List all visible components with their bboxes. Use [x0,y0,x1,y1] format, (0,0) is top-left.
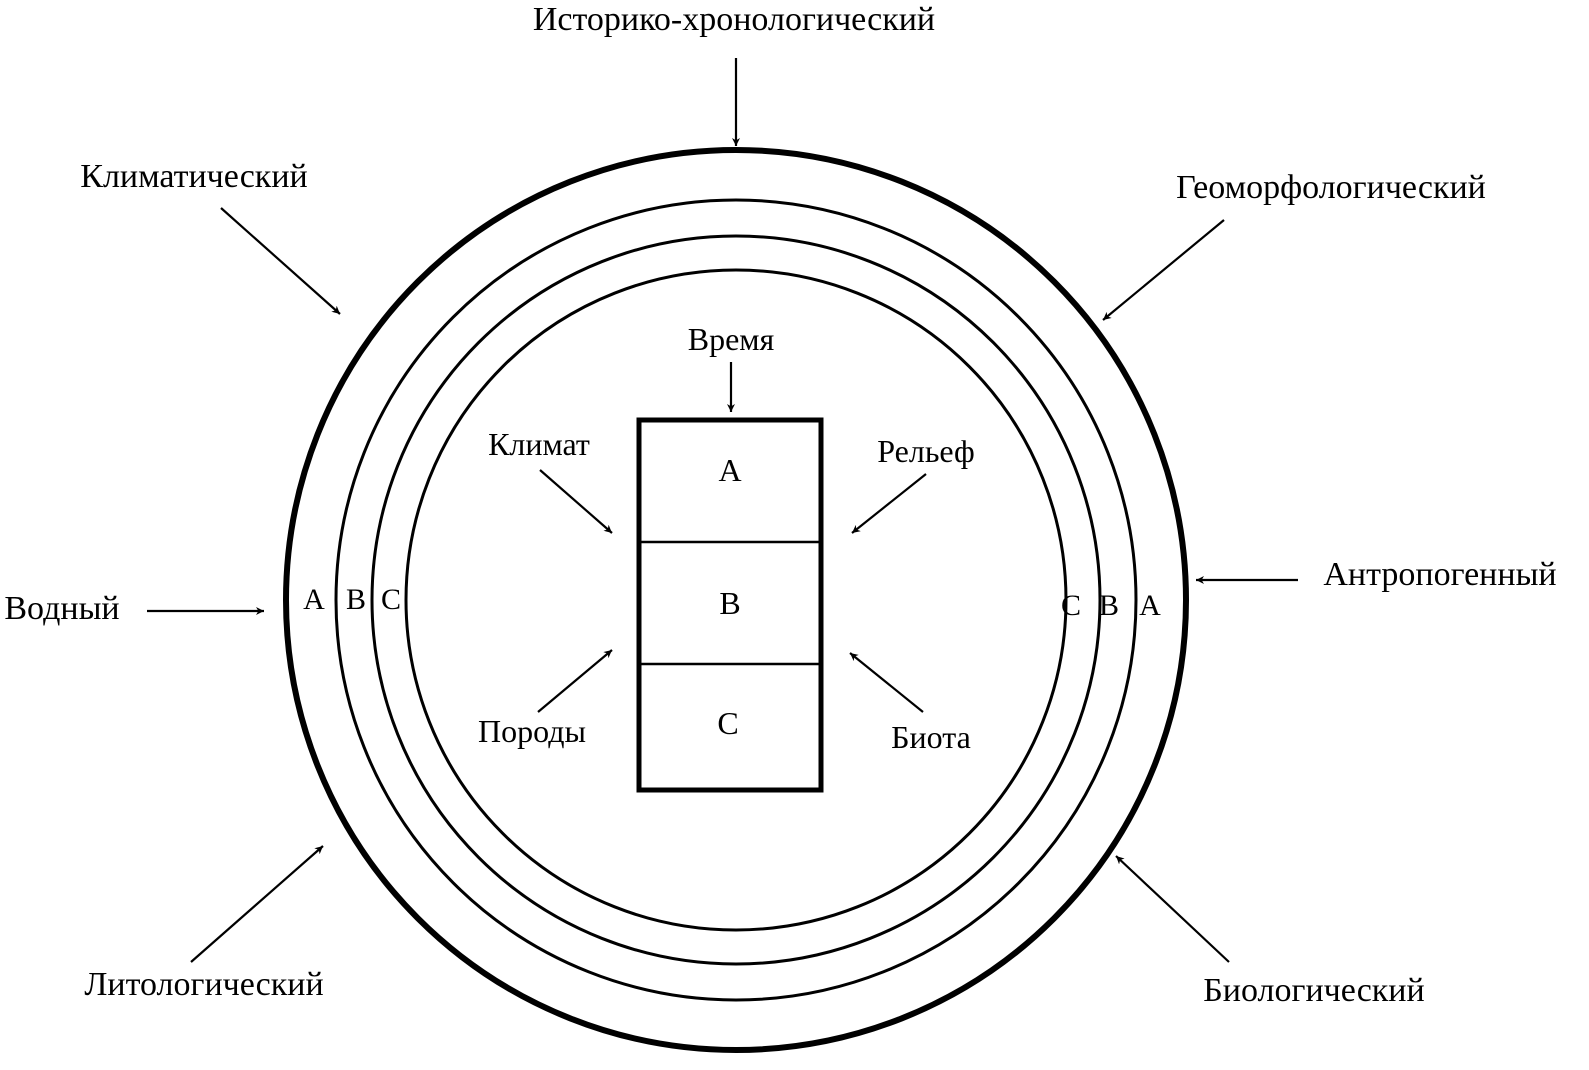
arrow-climate [539,469,613,534]
outer-factor-water: Водный [4,590,119,627]
outer-factor-geomorphological: Геоморфологический [1176,169,1486,206]
arrow-geomorphological [1102,219,1225,321]
inner-factor-biota: Биота [891,719,971,755]
ring-letter-right-b: B [1099,589,1119,622]
arrow-climatic [220,207,341,315]
horizon-c-label: C [717,705,738,741]
outer-factor-lithological: Литологический [84,966,323,1003]
horizon-b-label: B [719,585,740,621]
soil-profile-box [636,417,824,793]
inner-factor-rocks: Породы [478,713,586,749]
outer-factor-anthropogenic: Антропогенный [1323,556,1556,593]
ring-a-boundary [334,198,1138,1002]
ring-letter-left-a: A [303,583,325,616]
ring-letter-left-b: B [346,583,366,616]
arrow-relief [851,473,927,534]
ring-b-boundary [370,234,1102,966]
inner-factor-time: Время [688,321,775,357]
ring-letter-right-a: A [1139,589,1161,622]
inner-factor-climate: Климат [488,426,590,462]
outer-factor-historical: Историко-хронологический [533,1,935,38]
ring-letter-left-c: C [381,583,401,616]
outer-factor-climatic: Климатический [80,158,307,195]
arrow-biological [1115,855,1230,963]
arrow-biota [849,652,924,713]
ring-letter-right-c: C [1061,589,1081,622]
outer-factor-biological: Биологический [1203,972,1424,1009]
inner-factor-relief: Рельеф [877,433,974,469]
outer-ring [283,147,1189,1053]
ring-c-boundary [404,268,1068,932]
arrow-lithological [190,845,324,963]
arrow-rocks [537,649,613,713]
horizon-a-label: A [718,452,741,488]
